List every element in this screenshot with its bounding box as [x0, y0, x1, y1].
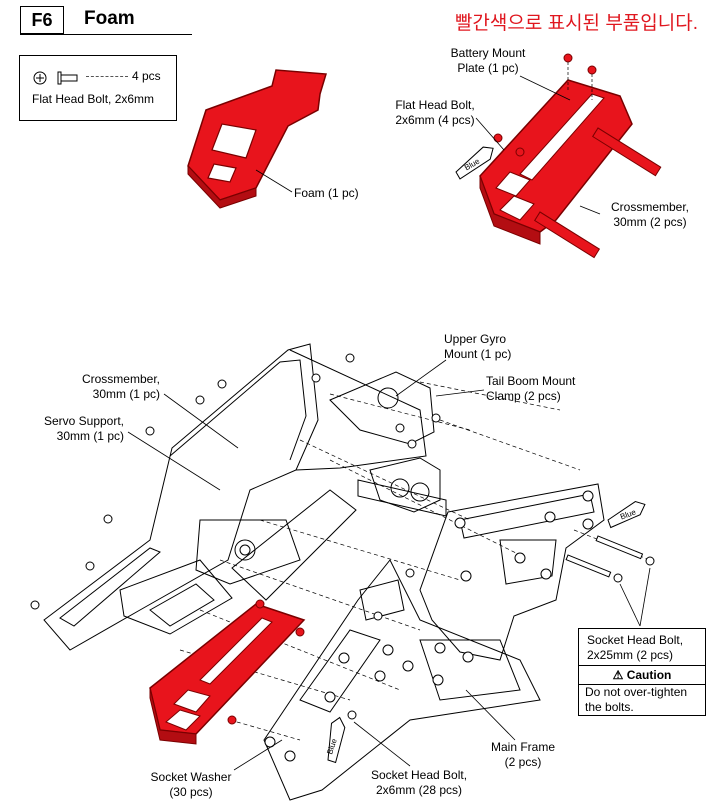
hardware-name: Flat Head Bolt, 2x6mm	[32, 92, 155, 106]
quantity-leader	[86, 76, 128, 77]
crossmember-main-label: Crossmember,30mm (1 pc)	[81, 372, 160, 401]
flat-head-bolt-icon	[33, 71, 78, 85]
bolt-set	[30, 353, 594, 762]
warning-triangle-icon: ⚠	[612, 668, 624, 682]
main-frame-label: Main Frame(2 pcs)	[490, 740, 555, 769]
long-bolts	[565, 535, 655, 583]
step-number: F6	[20, 6, 64, 34]
battery-plate-part	[475, 53, 662, 259]
foam-part	[187, 69, 327, 209]
step-title: Foam	[84, 8, 135, 29]
callout-leaders	[127, 359, 651, 771]
caution-text: Do not over-tighten the bolts.	[585, 685, 688, 714]
socket-washer-label: Socket Washer(30 pcs)	[150, 770, 232, 799]
caution-box: Socket Head Bolt, 2x25mm (2 pcs) ⚠ Cauti…	[578, 628, 706, 716]
red-parts-note: 빨간색으로 표시된 부품입니다.	[454, 13, 698, 34]
hardware-quantity: 4 pcs	[132, 69, 161, 83]
flat-head-bolt-label: Flat Head Bolt,2x6mm (4 pcs)	[395, 98, 475, 127]
caution-heading: ⚠ Caution	[612, 668, 672, 682]
assembly-guide-lines	[179, 381, 651, 741]
crossmember-top-label: Crossmember,30mm (2 pcs)	[610, 200, 690, 229]
socket-head-bolt-small-label: Socket Head Bolt,2x6mm (28 pcs)	[370, 768, 468, 797]
red-tray-part	[149, 599, 306, 745]
foam-label: Foam (1 pc)	[294, 186, 359, 200]
header-underline	[20, 34, 192, 35]
main-frame-drawing	[43, 343, 605, 801]
thread-lock-tag-icons	[327, 146, 646, 764]
servo-support-label: Servo Support,30mm (1 pc)	[43, 414, 124, 443]
long-bolt-spec: Socket Head Bolt, 2x25mm (2 pcs)	[587, 633, 684, 662]
hardware-box: 4 pcs Flat Head Bolt, 2x6mm	[19, 55, 177, 121]
